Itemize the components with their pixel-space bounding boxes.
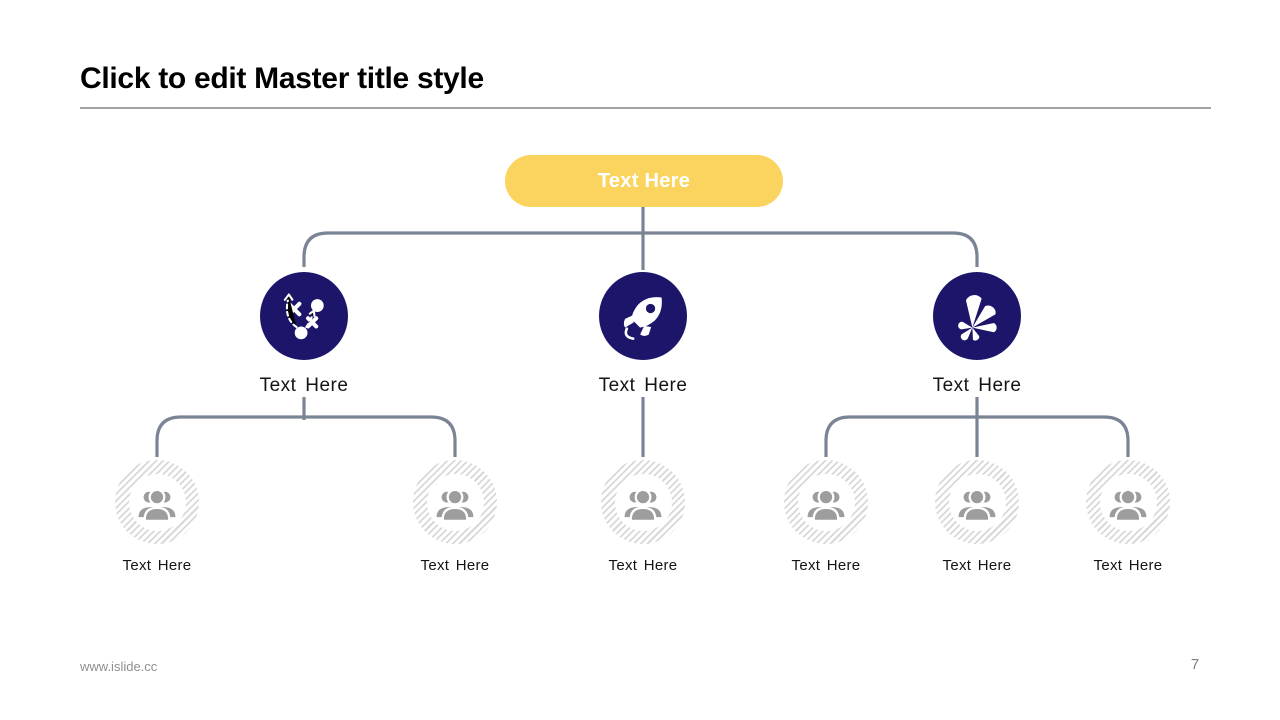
leaf-node[interactable] — [413, 460, 497, 544]
root-node-pill[interactable]: Text Here — [505, 155, 783, 207]
root-node-label: Text Here — [597, 169, 691, 192]
leaf-label[interactable]: Text Here — [122, 557, 192, 574]
leaf-label[interactable]: Text Here — [608, 557, 678, 574]
people-icon — [958, 488, 996, 522]
people-icon — [1109, 488, 1147, 522]
people-icon — [138, 488, 176, 522]
leaf-label[interactable]: Text Here — [791, 557, 861, 574]
branch-label[interactable]: Text Here — [259, 375, 349, 396]
branch-node-fan[interactable] — [933, 272, 1021, 360]
leaf-node-inner — [614, 473, 672, 531]
rocket-icon — [623, 297, 662, 340]
leaf-label[interactable]: Text Here — [942, 557, 1012, 574]
branch-label[interactable]: Text Here — [598, 375, 688, 396]
people-icon — [436, 488, 474, 522]
branch-node-rocket[interactable] — [599, 272, 687, 360]
leaf-node[interactable] — [115, 460, 199, 544]
people-icon — [807, 488, 845, 522]
branch-node-strategy[interactable] — [260, 272, 348, 360]
fan-icon — [958, 295, 997, 341]
leaf-label[interactable]: Text Here — [1093, 557, 1163, 574]
leaf-node-inner — [797, 473, 855, 531]
leaf-node[interactable] — [601, 460, 685, 544]
footer-url: www.islide.cc — [80, 659, 158, 674]
branch-label[interactable]: Text Here — [932, 375, 1022, 396]
leaf-node[interactable] — [784, 460, 868, 544]
people-icon — [624, 488, 662, 522]
connector-left-bar — [155, 415, 457, 457]
strategy-icon — [283, 293, 324, 340]
leaf-label[interactable]: Text Here — [420, 557, 490, 574]
leaf-node[interactable] — [935, 460, 1019, 544]
connector-top-bar — [302, 231, 979, 267]
leaf-node-inner — [128, 473, 186, 531]
leaf-node-inner — [1099, 473, 1157, 531]
leaf-node-inner — [426, 473, 484, 531]
title-divider — [80, 107, 1211, 109]
page-title[interactable]: Click to edit Master title style — [80, 62, 484, 95]
connector-right-bar — [824, 415, 1130, 457]
page-number: 7 — [1190, 656, 1200, 673]
leaf-node[interactable] — [1086, 460, 1170, 544]
leaf-node-inner — [948, 473, 1006, 531]
